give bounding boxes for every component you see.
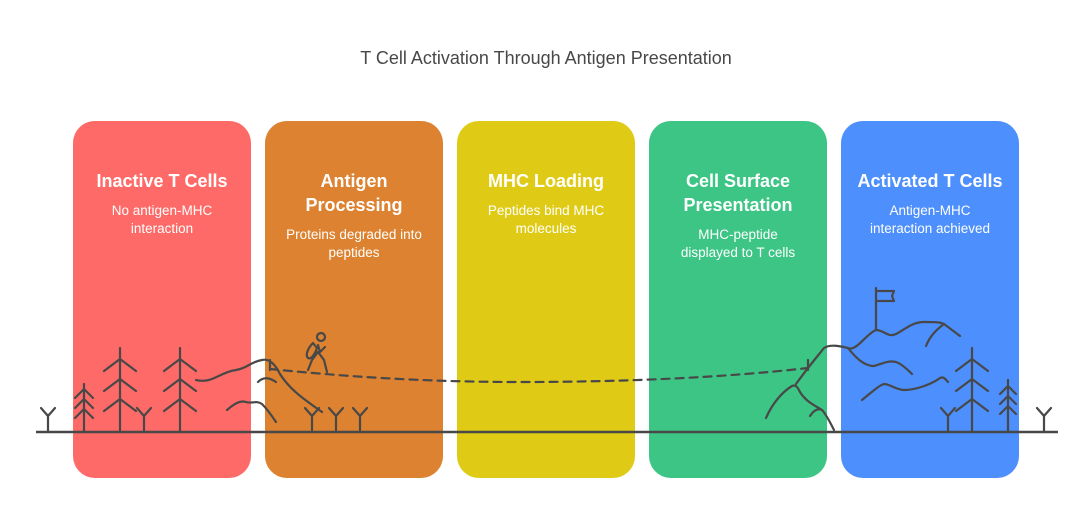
stage-card-mhc-loading: MHC Loading Peptides bind MHC molecules — [457, 121, 635, 478]
stage-card-activated-t-cells: Activated T Cells Antigen-MHC interactio… — [841, 121, 1019, 478]
stage-heading: Activated T Cells — [857, 171, 1003, 191]
stage-description: Proteins degraded into peptides — [286, 227, 422, 260]
stage-heading: MHC Loading — [488, 171, 604, 191]
stage-card-cell-surface-presentation: Cell Surface Presentation MHC-peptide di… — [649, 121, 827, 478]
stage-card-antigen-processing: Antigen Processing Proteins degraded int… — [265, 121, 443, 478]
stage-heading: Antigen Processing — [305, 171, 403, 215]
grass-icon — [1035, 406, 1053, 434]
stage-card-inactive-t-cells: Inactive T Cells No antigen-MHC interact… — [73, 121, 251, 478]
stage-heading: Inactive T Cells — [96, 171, 228, 191]
grass-icon — [39, 406, 57, 434]
stage-description: No antigen-MHC interaction — [111, 203, 213, 236]
stage-description: MHC-peptide displayed to T cells — [680, 227, 796, 260]
diagram-title: T Cell Activation Through Antigen Presen… — [360, 48, 732, 68]
stage-description: Peptides bind MHC molecules — [487, 203, 605, 236]
stage-heading: Cell Surface Presentation — [683, 171, 793, 215]
stage-description: Antigen-MHC interaction achieved — [869, 203, 991, 236]
